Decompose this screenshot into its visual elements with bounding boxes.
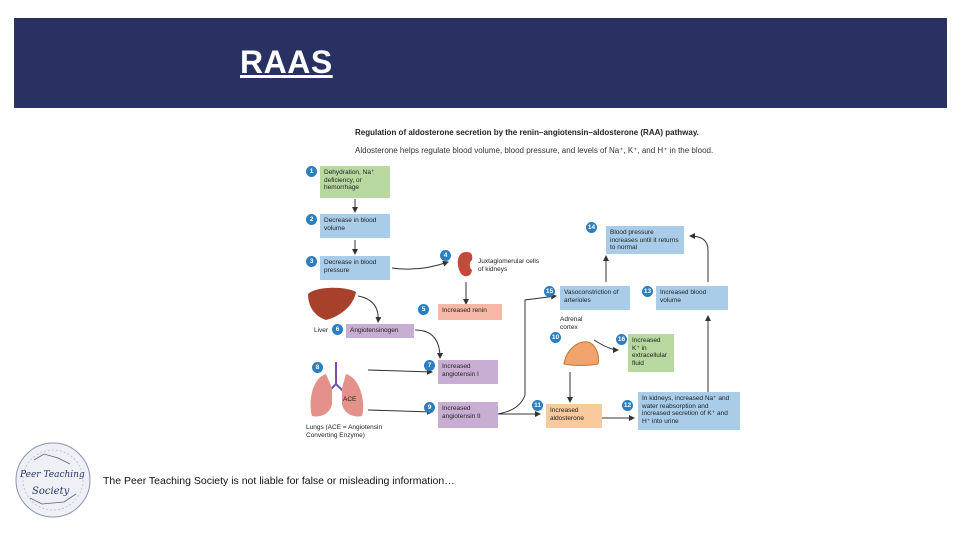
lungs-icon — [310, 362, 364, 417]
step-number: 9 — [424, 402, 435, 413]
step-dehydration: Dehydration, Na⁺ deficiency, or hemorrha… — [320, 166, 390, 198]
figure-title: Regulation of aldosterone secretion by t… — [355, 128, 699, 137]
step-increased-potassium: Increased K⁺ in extracellular fluid — [628, 334, 674, 372]
step-number: 12 — [622, 400, 633, 411]
step-blood-pressure-decrease: Decrease in blood pressure — [320, 256, 390, 280]
step-angiotensin-i: Increased angiotensin I — [438, 360, 498, 384]
step-increased-renin: Increased renin — [438, 304, 502, 320]
logo-text-line1: Peer Teaching — [20, 470, 85, 480]
step-number: 3 — [306, 256, 317, 267]
step-number: 2 — [306, 214, 317, 225]
liver-icon — [308, 287, 356, 320]
title-banner — [14, 18, 947, 108]
step-number: 14 — [586, 222, 597, 233]
step-number: 15 — [544, 286, 555, 297]
disclaimer-text: The Peer Teaching Society is not liable … — [103, 475, 455, 487]
step-number: 5 — [418, 304, 429, 315]
step-angiotensin-ii: Increased angiotensin II — [438, 402, 498, 428]
step-number: 11 — [532, 400, 543, 411]
step-juxtaglomerular: Juxtaglomerular cells of kidneys — [478, 258, 540, 273]
step-number: 6 — [332, 324, 343, 335]
step-vasoconstriction: Vasoconstriction of arterioles — [560, 286, 630, 310]
step-number: 8 — [312, 362, 323, 373]
step-number: 16 — [616, 334, 627, 345]
kidney-icon — [457, 252, 473, 277]
step-blood-pressure-increase: Blood pressure increases until it return… — [606, 226, 684, 254]
logo-emblem — [15, 442, 91, 518]
step-number: 4 — [440, 250, 451, 261]
liver-label: Liver — [314, 327, 329, 334]
figure-subtitle: Aldosterone helps regulate blood volume,… — [355, 146, 714, 155]
adrenal-gland-icon — [563, 341, 599, 366]
step-blood-volume-decrease: Decrease in blood volume — [320, 214, 390, 238]
step-number: 10 — [550, 332, 561, 343]
step-number: 7 — [424, 360, 435, 371]
peer-teaching-society-logo: Peer Teaching Society — [14, 440, 92, 520]
adrenal-label: Adrenal cortex — [560, 316, 583, 331]
step-number: 1 — [306, 166, 317, 177]
step-number: 13 — [642, 286, 653, 297]
step-angiotensinogen: Angiotensinogen — [346, 324, 414, 338]
step-kidney-reabsorption: In kidneys, increased Na⁺ and water reab… — [638, 392, 740, 430]
lungs-label: Lungs (ACE = Angiotensin Converting Enzy… — [306, 424, 383, 439]
page-title: RAAS — [240, 44, 333, 80]
logo-text-line2: Society — [32, 486, 70, 497]
ace-label: ACE — [343, 396, 357, 403]
step-increased-aldosterone: Increased aldosterone — [546, 404, 602, 428]
step-increased-blood-volume: Increased blood volume — [656, 286, 728, 310]
